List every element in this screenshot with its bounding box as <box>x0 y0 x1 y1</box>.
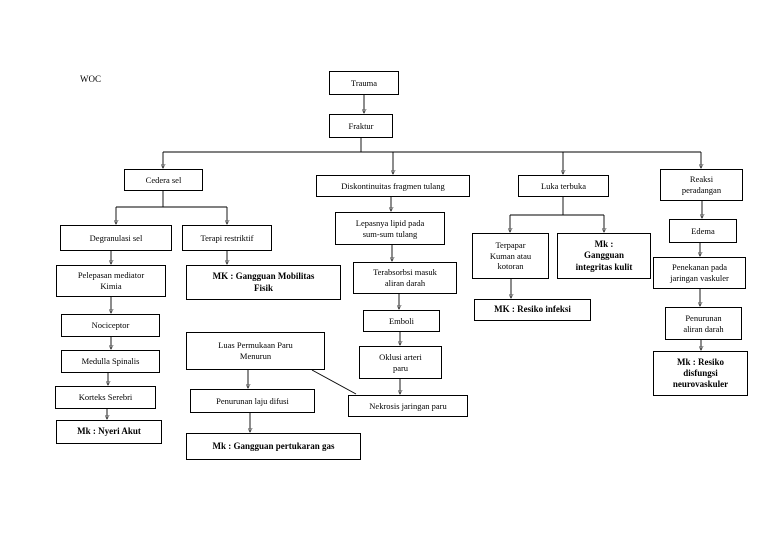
diagram-title: WOC <box>80 74 101 84</box>
connector-luas-to-nekrosis <box>311 369 357 395</box>
node-medulla: Medulla Spinalis <box>61 350 160 373</box>
node-diskontinuitas: Diskontinuitas fragmen tulang <box>316 175 470 197</box>
node-cedera-sel: Cedera sel <box>124 169 203 191</box>
node-mk-resiko-infeksi: MK : Resiko infeksi <box>474 299 591 321</box>
node-luka-terbuka: Luka terbuka <box>518 175 609 197</box>
node-fraktur: Fraktur <box>329 114 393 138</box>
node-nociceptor: Nociceptor <box>61 314 160 337</box>
node-penurunan-difusi: Penurunan laju difusi <box>190 389 315 413</box>
node-mk-pertukaran-gas: Mk : Gangguan pertukaran gas <box>186 433 361 460</box>
node-trauma: Trauma <box>329 71 399 95</box>
node-nekrosis: Nekrosis jaringan paru <box>348 395 468 417</box>
node-degranulasi: Degranulasi sel <box>60 225 172 251</box>
node-terapi-restriktif: Terapi restriktif <box>182 225 272 251</box>
node-emboli: Emboli <box>363 310 440 332</box>
node-mk-nyeri-akut: Mk : Nyeri Akut <box>56 420 162 444</box>
node-edema: Edema <box>669 219 737 243</box>
node-korteks: Korteks Serebri <box>55 386 156 409</box>
